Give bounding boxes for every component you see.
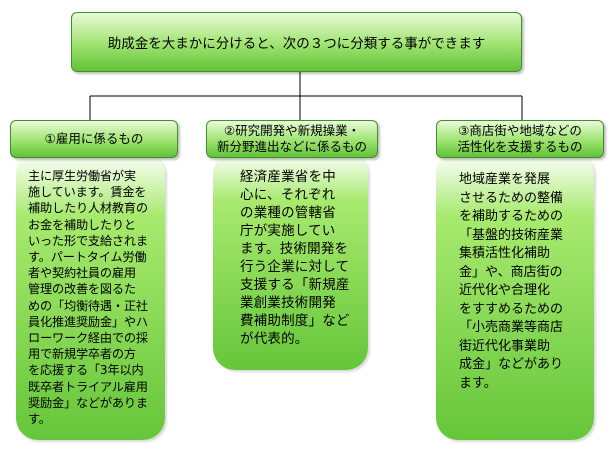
category-3-panel [436, 152, 594, 440]
category-3-body: 地域産業を発展 させるための整備 を補助するための 「基盤的技術産業 集積活性化… [459, 172, 564, 391]
category-1-panel [16, 152, 165, 440]
root-title: 助成金を大まかに分けると、次の３つに分類する事ができます [107, 36, 486, 52]
category-2-panel [213, 152, 368, 370]
category-1-label: ①雇用に係るもの [44, 131, 144, 146]
category-1-header: ①雇用に係るもの [10, 120, 178, 158]
category-3-header: ③商店街や地域などの活性化を支援するもの [436, 120, 604, 158]
category-3-label: ③商店街や地域などの活性化を支援するもの [457, 123, 583, 154]
category-2-header: ②研究開発や新規操業・新分野進出などに係るもの [206, 120, 378, 158]
root-node: 助成金を大まかに分けると、次の３つに分類する事ができます [71, 12, 522, 72]
category-2-label: ②研究開発や新規操業・新分野進出などに係るもの [216, 123, 367, 154]
category-2-body: 経済産業省を中 心に、それぞれ の業種の管轄省 庁が実施してい ます。技術開発を… [240, 169, 350, 347]
category-1-body: 主に厚生労働省が実 施しています。賃金を 補助したり人材教育の お金を補助したり… [28, 169, 148, 427]
